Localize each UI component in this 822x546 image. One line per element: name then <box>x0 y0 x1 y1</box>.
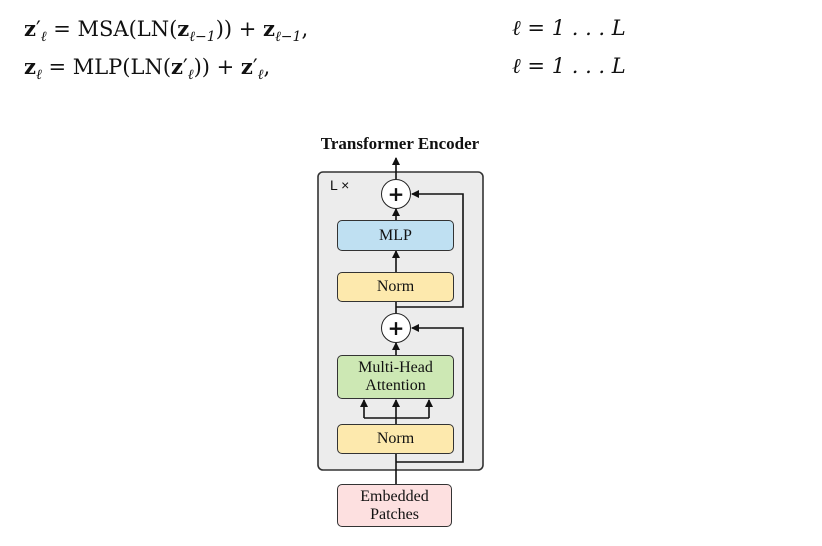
residual-add-bottom: + <box>381 313 411 343</box>
eq1-rhs-pre: = MSA(LN( <box>46 17 178 41</box>
eq1-lhs-sub: ℓ <box>40 29 47 46</box>
eq2-rhs-sub: ℓ <box>187 67 194 84</box>
eq1-rhs-var2: z <box>263 16 275 41</box>
eq2-rhs-pre: = MLP(LN( <box>41 55 172 79</box>
eq2-rhs-sub2: ℓ <box>257 67 264 84</box>
eq2-lhs-var: z <box>24 54 36 79</box>
eq2-rhs-var: z <box>171 54 183 79</box>
residual-connection-1 <box>396 324 464 463</box>
equation-1: z′ℓ = MSA(LN(zℓ−1)) + zℓ−1, <box>24 18 308 44</box>
norm-top-label: Norm <box>376 278 415 295</box>
attention-label-line2: Attention <box>365 377 426 394</box>
input-label-line1: Embedded <box>360 487 429 505</box>
attention-label-line1: Multi-Head <box>358 359 433 376</box>
eq2-rhs-end: , <box>263 55 271 79</box>
norm-block-top: Norm <box>337 272 454 302</box>
equation-2: zℓ = MLP(LN(z′ℓ)) + z′ℓ, <box>24 56 270 82</box>
eq2-rhs-prime: ′ <box>182 55 188 79</box>
norm-bottom-label: Norm <box>376 430 415 447</box>
eq2-lhs-sub: ℓ <box>35 67 42 84</box>
eq2-rhs-var2: z <box>240 54 253 79</box>
eq1-lhs-var: z <box>24 16 36 41</box>
mlp-block: MLP <box>337 220 454 251</box>
residual-connection-2 <box>396 190 464 308</box>
eq1-lhs-prime: ′ <box>35 17 41 41</box>
eq1-rhs-sub2: ℓ−1 <box>274 29 302 46</box>
embedded-patches-block: Embedded Patches <box>337 484 452 527</box>
eq1-rhs-var: z <box>177 16 190 41</box>
diagram-title: Transformer Encoder <box>320 134 480 153</box>
equation-2-condition: ℓ = 1 . . . L <box>512 54 626 78</box>
residual-add-top: + <box>381 179 411 209</box>
equation-1-condition: ℓ = 1 . . . L <box>512 16 626 40</box>
attention-block: Multi-Head Attention <box>337 355 454 399</box>
mlp-label: MLP <box>379 226 412 244</box>
eq2-rhs-mid: )) + <box>193 55 241 79</box>
plus-symbol-bottom: + <box>387 316 405 340</box>
repeat-label: L × <box>330 177 350 193</box>
eq1-rhs-sub: ℓ−1 <box>189 29 216 46</box>
eq2-rhs-prime2: ′ <box>252 55 258 79</box>
plus-symbol-top: + <box>387 182 405 206</box>
eq1-rhs-end: , <box>301 17 309 41</box>
input-label-line2: Patches <box>370 505 419 523</box>
eq1-rhs-mid: )) + <box>215 17 264 41</box>
norm-block-bottom: Norm <box>337 424 454 454</box>
